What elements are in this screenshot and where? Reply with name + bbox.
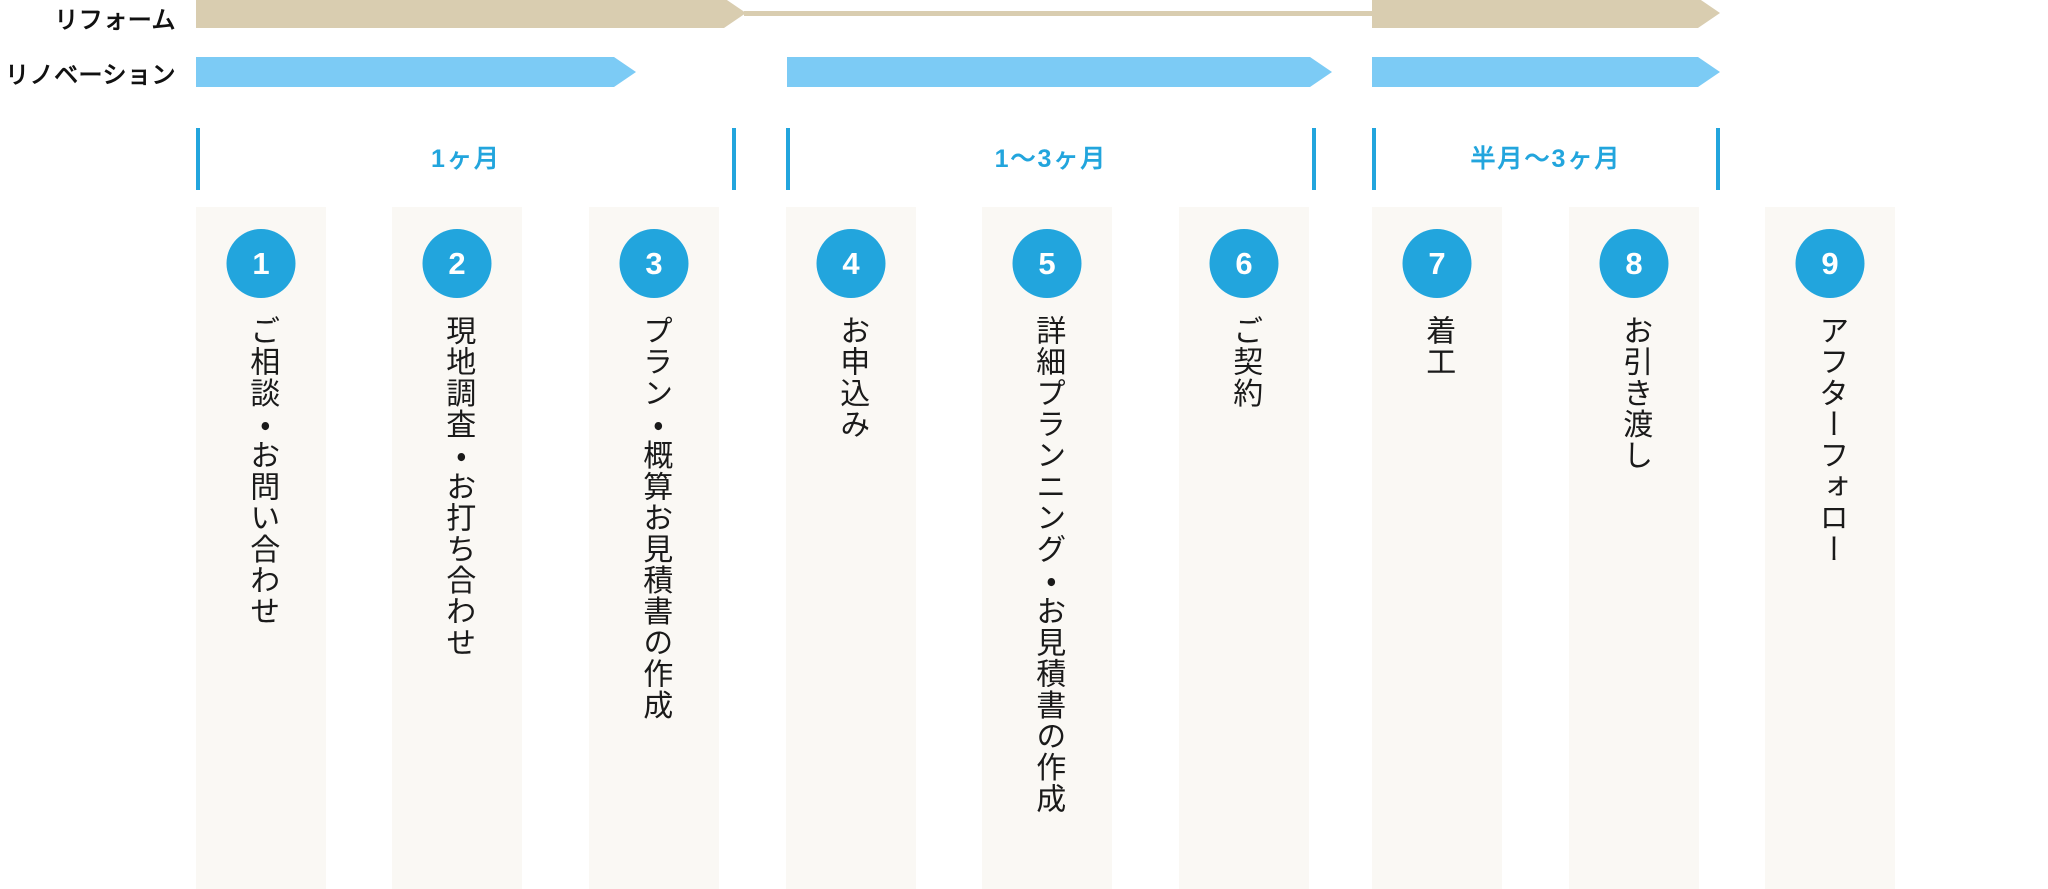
tick-end-icon [732,128,736,190]
step-card-6[interactable]: 6 ご契約 [1179,207,1309,889]
arrow-head [1310,57,1332,87]
tick-start-icon [1372,128,1376,190]
renovation-arrow-segment-3 [1372,57,1720,87]
duration-label-3: 半月〜3ヶ月 [1470,145,1622,173]
reform-arrow-segment-1 [196,0,746,28]
duration-band-3: 半月〜3ヶ月 [1372,128,1720,190]
step-card-2[interactable]: 2 現地調査・お打ち合わせ [392,207,522,889]
tick-end-icon [1716,128,1720,190]
arrow-head [614,57,636,87]
step-label: 着工 [1420,315,1456,378]
step-label: お申込み [834,315,870,440]
step-card-5[interactable]: 5 詳細プランニング・お見積書の作成 [982,207,1112,889]
arrow-body [1372,0,1698,28]
step-card-4[interactable]: 4 お申込み [786,207,916,889]
step-card-9[interactable]: 9 アフターフォロー [1765,207,1895,889]
renovation-bar-track [0,0,2048,110]
step-label: プラン・概算お見積書の作成 [637,315,673,721]
duration-band-1: 1ヶ月 [196,128,736,190]
arrow-head [1698,0,1720,28]
tick-start-icon [786,128,790,190]
renovation-arrow-segment-2 [787,57,1332,87]
reform-bar-track [0,0,2048,110]
row-label-reform: リフォーム [54,7,176,34]
reform-connector-line [744,11,1374,16]
step-card-1[interactable]: 1 ご相談・お問い合わせ [196,207,326,889]
step-label: ご相談・お問い合わせ [244,315,280,627]
step-label: 詳細プランニング・お見積書の作成 [1030,315,1066,815]
step-number-badge: 5 [1012,229,1082,298]
step-card-7[interactable]: 7 着工 [1372,207,1502,889]
duration-label-1: 1ヶ月 [431,145,501,173]
step-card-3[interactable]: 3 プラン・概算お見積書の作成 [589,207,719,889]
duration-band-2: 1〜3ヶ月 [786,128,1316,190]
step-number-badge: 2 [422,229,492,298]
arrow-body [787,57,1310,87]
step-label: ご契約 [1227,315,1263,409]
step-number-badge: 1 [226,229,296,298]
tick-end-icon [1312,128,1316,190]
step-label: 現地調査・お打ち合わせ [440,315,476,659]
tick-start-icon [196,128,200,190]
arrow-head [1698,57,1720,87]
step-number-badge: 7 [1402,229,1472,298]
step-number-badge: 6 [1209,229,1279,298]
step-number-badge: 3 [619,229,689,298]
row-label-renovation: リノベーション [5,62,176,89]
arrow-head [724,0,746,28]
step-label: お引き渡し [1617,315,1653,471]
step-number-badge: 9 [1795,229,1865,298]
duration-label-2: 1〜3ヶ月 [994,145,1108,173]
step-number-badge: 8 [1599,229,1669,298]
arrow-body [196,0,724,28]
step-number-badge: 4 [816,229,886,298]
arrow-body [1372,57,1698,87]
reform-arrow-segment-2 [1372,0,1720,28]
arrow-body [196,57,614,87]
step-card-8[interactable]: 8 お引き渡し [1569,207,1699,889]
renovation-arrow-segment-1 [196,57,636,87]
step-label: アフターフォロー [1813,315,1849,565]
